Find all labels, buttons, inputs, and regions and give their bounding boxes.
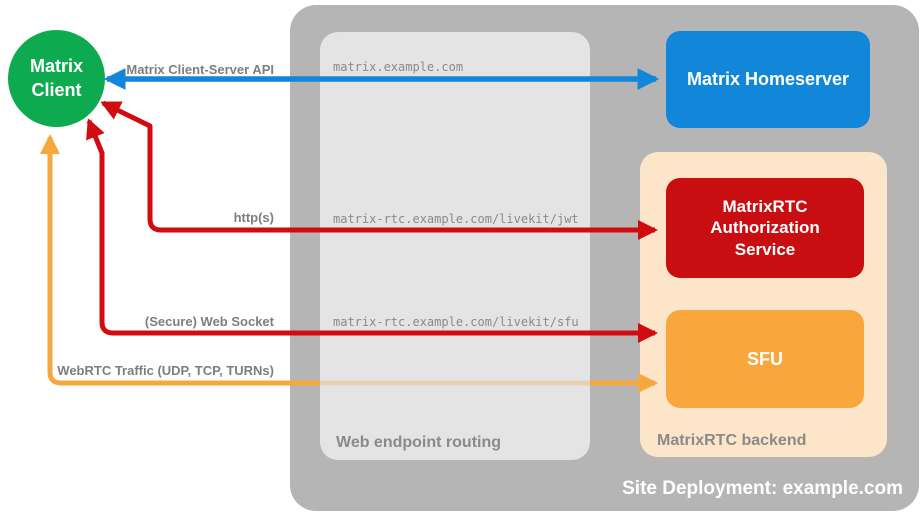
node-matrixrtc-authorization-service: MatrixRTC Authorization Service bbox=[666, 178, 864, 278]
matrix-client-label: Matrix Client bbox=[29, 56, 83, 100]
site-deployment-label: Site Deployment: example.com bbox=[622, 478, 903, 499]
sfu-label: SFU bbox=[747, 348, 783, 369]
route-url-livekit-sfu: matrix-rtc.example.com/livekit/sfu bbox=[333, 315, 579, 329]
node-matrix-homeserver: Matrix Homeserver bbox=[666, 31, 870, 128]
https-arrow-label: http(s) bbox=[233, 210, 274, 225]
auth-service-label: MatrixRTC Authorization Service bbox=[710, 197, 820, 259]
route-url-homeserver: matrix.example.com bbox=[333, 60, 464, 74]
node-sfu: SFU bbox=[666, 310, 864, 408]
webrtc-traffic-arrow-label: WebRTC Traffic (UDP, TCP, TURNs) bbox=[57, 363, 274, 378]
matrix-homeserver-label: Matrix Homeserver bbox=[686, 69, 850, 89]
web-endpoint-routing-box: matrix.example.com matrix-rtc.example.co… bbox=[320, 32, 590, 460]
client-server-api-arrow-label: Matrix Client-Server API bbox=[126, 62, 274, 77]
route-url-livekit-jwt: matrix-rtc.example.com/livekit/jwt bbox=[333, 212, 579, 226]
matrixrtc-backend-label: MatrixRTC backend bbox=[657, 432, 807, 449]
webrtc-traffic-arrow-start bbox=[40, 134, 320, 386]
websocket-arrow-label: (Secure) Web Socket bbox=[144, 314, 274, 329]
web-endpoint-routing-label: Web endpoint routing bbox=[336, 434, 502, 451]
node-matrix-client: Matrix Client bbox=[8, 30, 105, 127]
